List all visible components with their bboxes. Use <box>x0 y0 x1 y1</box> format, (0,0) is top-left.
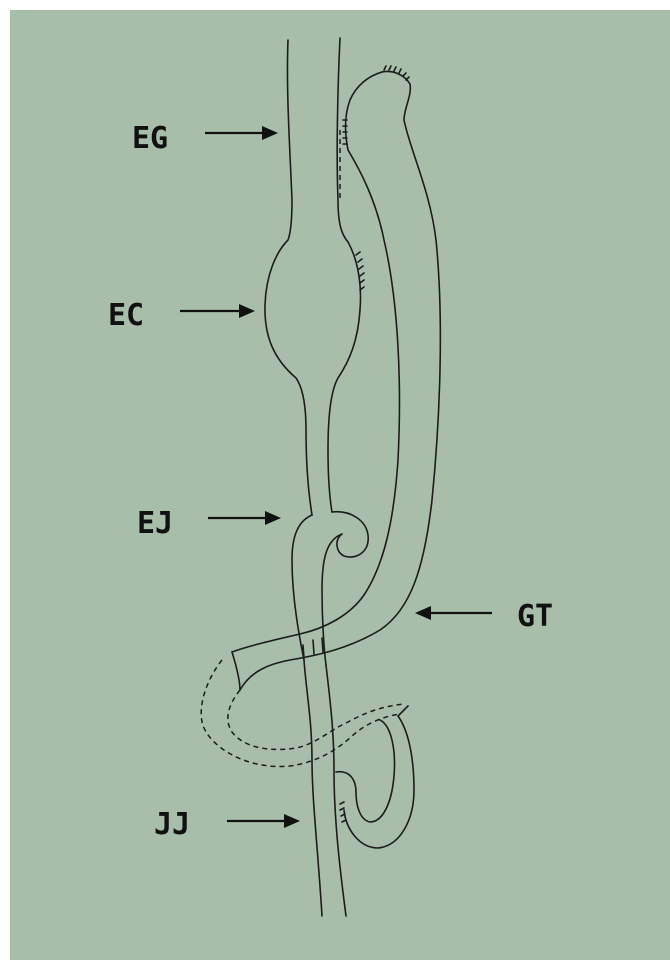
jejunum-right-wall <box>326 665 346 916</box>
label-ec: EC <box>108 298 255 333</box>
arrowhead-eg <box>262 126 278 140</box>
label-eg: EG <box>132 121 278 156</box>
arrowhead-jj <box>284 814 300 828</box>
label-ej-text: EJ <box>137 506 173 541</box>
label-jj: JJ <box>154 807 300 842</box>
label-gt: GT <box>415 599 553 634</box>
tube-cut-end <box>232 652 240 690</box>
esophagus-left-wall <box>265 40 312 515</box>
label-ec-text: EC <box>108 298 144 333</box>
arrowhead-gt <box>415 606 431 620</box>
arrowhead-ec <box>239 304 255 318</box>
label-gt-text: GT <box>517 599 553 634</box>
posterior-tube-dashed <box>201 660 400 767</box>
jejunal-loop <box>336 706 414 848</box>
arrowhead-ej <box>265 511 281 525</box>
esophageal-conduit-right-wall <box>328 242 361 512</box>
label-ej: EJ <box>137 506 281 541</box>
label-eg-text: EG <box>132 121 168 156</box>
label-jj-text: JJ <box>154 807 190 842</box>
gastric-tube-outer-wall <box>240 72 440 691</box>
gastric-tube-inner-wall <box>232 72 399 652</box>
jejunum-left-wall <box>304 660 322 916</box>
